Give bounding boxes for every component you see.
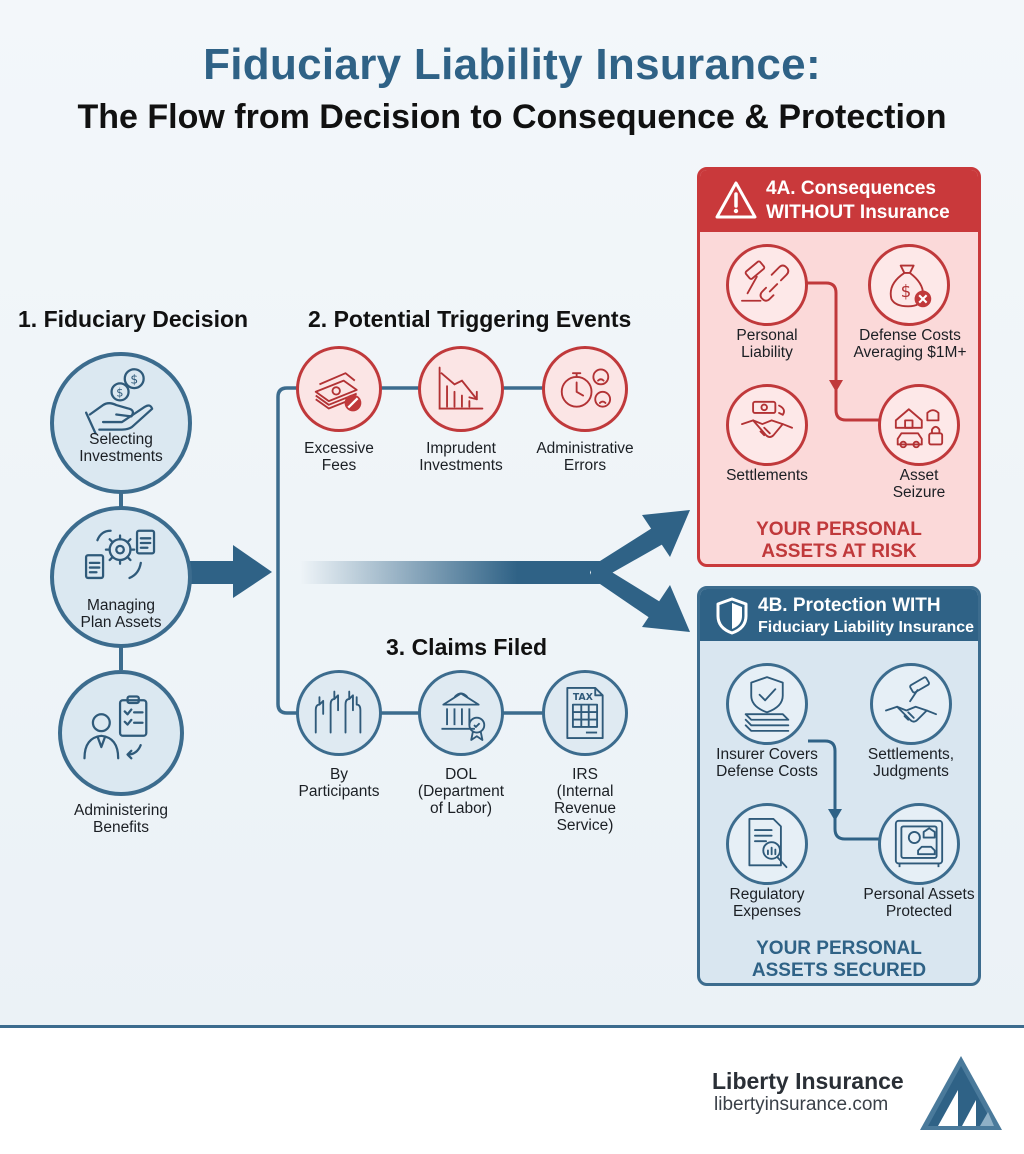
house-car-lock-icon xyxy=(894,408,944,449)
label-irs: IRS (Internal Revenue Service) xyxy=(553,766,617,834)
gavel-broken-chain-icon xyxy=(741,260,790,302)
label-managing-plan-assets: Managing Plan Assets xyxy=(80,597,162,631)
consequence-defense-costs: $ xyxy=(868,244,950,326)
person-clipboard-icon xyxy=(83,695,148,760)
label-settlements: Settlements xyxy=(726,467,808,484)
svg-text:TAX: TAX xyxy=(573,692,593,703)
flow-line xyxy=(300,561,590,584)
government-building-icon xyxy=(441,692,486,741)
protection-personal-assets xyxy=(878,803,960,885)
panel-4b-title-line2: Fiduciary Liability Insurance xyxy=(758,619,975,636)
gavel-handshake-icon xyxy=(885,676,937,723)
branch-bracket xyxy=(276,386,300,715)
section-1-heading: 1. Fiduciary Decision xyxy=(18,306,249,332)
label-defense-costs: Defense Costs Averaging $1M+ xyxy=(853,327,967,361)
document-magnifier-icon xyxy=(748,818,788,869)
warning-icon xyxy=(715,181,757,219)
panel-4b-header: 4B. Protection WITH Fiduciary Liability … xyxy=(700,589,978,641)
gear-documents-icon xyxy=(84,529,156,580)
svg-text:$: $ xyxy=(130,372,138,386)
consequence-settlements xyxy=(726,384,808,466)
trigger-administrative-errors xyxy=(542,346,628,432)
panel-4a-title-line2: WITHOUT Insurance xyxy=(766,202,950,223)
panel-4a-title-line1: 4A. Consequences xyxy=(766,178,936,199)
raised-hands-icon xyxy=(314,690,362,734)
label-administering-benefits: Administering Benefits xyxy=(74,802,168,836)
protection-settlements-judgments xyxy=(870,663,952,745)
safe-icon xyxy=(894,819,944,868)
claim-by-participants xyxy=(296,670,382,756)
label-settlements-judgments: Settlements, Judgments xyxy=(867,746,955,780)
svg-text:$: $ xyxy=(116,386,123,400)
label-selecting-investments: Selecting Investments xyxy=(79,431,163,465)
stopwatch-sad-icon xyxy=(560,368,612,408)
label-excessive-fees: Excessive Fees xyxy=(304,440,374,474)
money-bag-x-icon: $ xyxy=(889,264,932,308)
section-3-heading: 3. Claims Filed xyxy=(386,634,548,660)
label-dol: DOL (Department of Labor) xyxy=(417,766,505,817)
svg-text:$: $ xyxy=(901,282,912,301)
decision-managing-plan-assets xyxy=(50,506,192,648)
label-personal-assets-protected: Personal Assets Protected xyxy=(863,886,975,920)
protection-regulatory-expenses xyxy=(726,803,808,885)
panel-4b-title-line1: 4B. Protection WITH xyxy=(758,595,941,616)
decision-arrow-body xyxy=(190,561,235,584)
panel-4b-connector xyxy=(808,739,880,841)
claim-irs: TAX xyxy=(542,670,628,756)
footer: Liberty Insurance libertyinsurance.com xyxy=(0,1025,1024,1154)
hand-coins-icon: $ $ xyxy=(84,368,154,435)
handshake-money-icon xyxy=(741,400,793,438)
personal-assets-at-risk-text: YOUR PERSONAL ASSETS AT RISK xyxy=(756,519,922,562)
trigger-imprudent-investments xyxy=(418,346,504,432)
trigger-excessive-fees xyxy=(296,346,382,432)
label-regulatory-expenses: Regulatory Expenses xyxy=(729,886,805,920)
personal-assets-secured-text: YOUR PERSONAL ASSETS SECURED xyxy=(751,938,927,981)
page-title: Fiduciary Liability Insurance: xyxy=(203,40,821,89)
page-subtitle: The Flow from Decision to Consequence & … xyxy=(77,98,947,136)
shield-icon xyxy=(716,597,748,635)
label-personal-liability: Personal Liability xyxy=(736,327,798,361)
mountain-logo-icon xyxy=(920,1056,1002,1130)
section-2-heading: 2. Potential Triggering Events xyxy=(308,306,632,332)
protection-defense-costs xyxy=(726,663,808,745)
arrow-up-head xyxy=(642,510,690,557)
consequence-personal-liability xyxy=(726,244,808,326)
claim-dol xyxy=(418,670,504,756)
money-stack-icon xyxy=(314,372,362,412)
shield-check-money-icon xyxy=(744,676,790,732)
consequence-asset-seizure xyxy=(878,384,960,466)
decision-arrow-head xyxy=(233,545,272,598)
arrow-down-head xyxy=(642,585,690,632)
panel-4a-header: 4A. Consequences WITHOUT Insurance xyxy=(700,170,978,232)
label-asset-seizure: Asset Seizure xyxy=(892,467,946,501)
label-by-participants: By Participants xyxy=(298,766,380,800)
brand-name: Liberty Insurance xyxy=(712,1068,904,1094)
panel-4a-connector xyxy=(806,281,880,422)
declining-chart-icon xyxy=(438,366,484,410)
label-administrative-errors: Administrative Errors xyxy=(536,440,634,474)
panel-protection-with-insurance: 4B. Protection WITH Fiduciary Liability … xyxy=(697,586,981,986)
brand-url: libertyinsurance.com xyxy=(714,1094,889,1115)
panel-consequences-without-insurance: 4A. Consequences WITHOUT Insurance Perso… xyxy=(697,167,981,567)
label-imprudent-investments: Imprudent Investments xyxy=(419,440,503,474)
tax-form-icon: TAX xyxy=(566,686,604,740)
label-insurer-covers-defense-costs: Insurer Covers Defense Costs xyxy=(716,746,818,780)
decision-selecting-investments: $ $ xyxy=(50,352,192,494)
decision-administering-benefits xyxy=(58,670,184,796)
